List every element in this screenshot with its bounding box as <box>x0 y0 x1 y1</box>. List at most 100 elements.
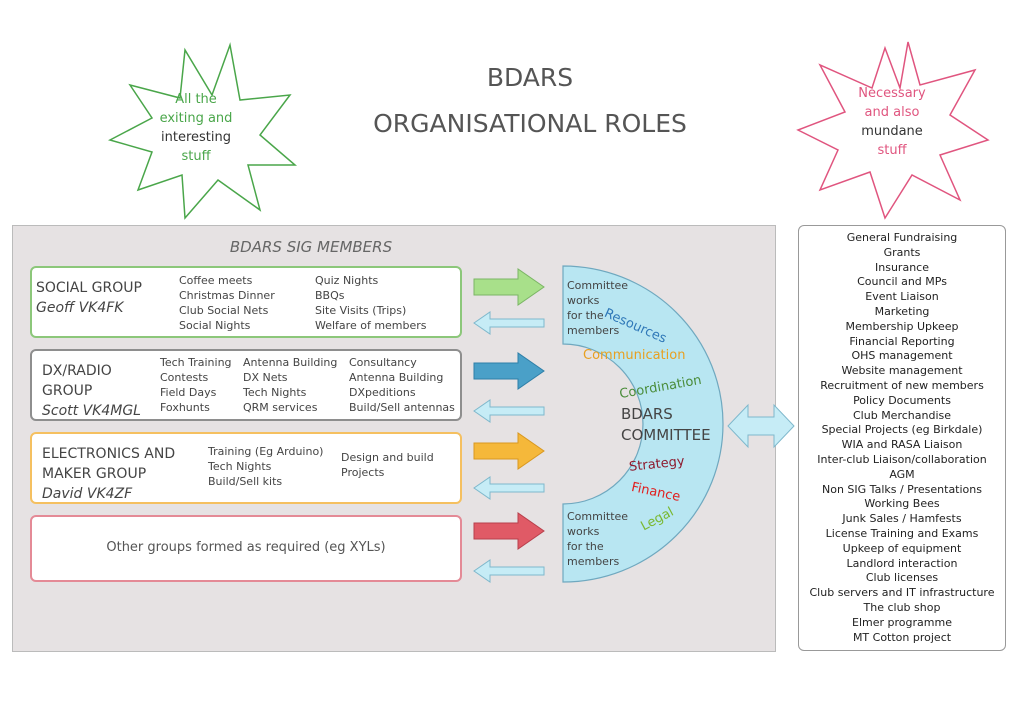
double-arrow-shape <box>727 403 795 449</box>
electronics-group-title-2: MAKER GROUP <box>42 466 147 482</box>
page-title: BDARS ORGANISATIONAL ROLES <box>300 55 760 147</box>
electronics-group-name: ELECTRONICS AND MAKER GROUP David VK4ZF <box>42 444 175 504</box>
dx-activity: DX Nets <box>243 371 288 384</box>
dx-col-3: Consultancy Antenna Building DXpeditions… <box>349 355 455 415</box>
note-line: works <box>567 525 600 538</box>
social-activity: Club Social Nets <box>179 304 269 317</box>
electronics-group-title-1: ELECTRONICS AND <box>42 446 176 462</box>
dx-to-committee-arrow <box>473 352 545 390</box>
social-activity: Site Visits (Trips) <box>315 304 407 317</box>
committee-note-bottom: Committee works for the members <box>567 509 628 569</box>
electronics-col-1: Training (Eg Arduino) Tech Nights Build/… <box>208 444 323 489</box>
title-line-1: BDARS <box>486 63 574 92</box>
role-item: MT Cotton project <box>852 630 952 644</box>
committee-roles-double-arrow <box>727 403 795 449</box>
other-group-text: Other groups formed as required (eg XYLs… <box>106 540 386 555</box>
social-activity: BBQs <box>315 289 345 302</box>
social-activity: Quiz Nights <box>315 274 379 287</box>
dx-activity: Consultancy <box>349 356 417 369</box>
dx-group-title-1: DX/RADIO <box>42 363 112 379</box>
other-group-box <box>30 515 462 582</box>
role-item: The club shop <box>863 600 941 614</box>
dx-activity: DXpeditions <box>349 386 416 399</box>
committee-shape <box>562 265 724 583</box>
social-col-2: Quiz Nights BBQs Site Visits (Trips) Wel… <box>315 273 427 333</box>
dx-activity: Antenna Building <box>349 371 444 384</box>
left-starburst <box>107 42 298 220</box>
role-item: Club Merchandise <box>853 408 951 422</box>
dx-group-leader: Scott VK4MGL <box>42 403 141 419</box>
role-item: Policy Documents <box>853 393 951 407</box>
social-activity: Coffee meets <box>179 274 253 287</box>
social-group-leader: Geoff VK4FK <box>36 300 124 316</box>
role-item: Council and MPs <box>857 275 947 289</box>
roles-list: General Fundraising Grants Insurance Cou… <box>798 231 1006 645</box>
note-line: Committee <box>567 279 629 292</box>
left-star-text: All the exiting and interesting stuff <box>150 90 242 166</box>
committee-name: BDARS COMMITTEE <box>621 404 711 446</box>
committee-to-social-arrow <box>473 311 545 335</box>
social-to-committee-arrow <box>473 268 545 306</box>
social-group-box <box>30 266 462 338</box>
dx-activity: QRM services <box>243 401 318 414</box>
committee-half-ring <box>562 265 724 583</box>
left-star-line-1: All the <box>175 92 217 107</box>
social-group-name: SOCIAL GROUP Geoff VK4FK <box>36 278 142 318</box>
electronics-group-box <box>30 432 462 504</box>
dx-activity: Build/Sell antennas <box>349 401 455 414</box>
right-star-line-1: Necessary <box>858 86 926 101</box>
dx-activity: Tech Training <box>160 356 232 369</box>
role-item: WIA and RASA Liaison <box>841 438 963 452</box>
right-starburst <box>796 41 990 220</box>
dx-activity: Foxhunts <box>160 401 210 414</box>
role-item: Elmer programme <box>852 615 952 629</box>
dx-group-box <box>30 349 462 421</box>
right-star-shape <box>796 41 990 220</box>
social-col-1: Coffee meets Christmas Dinner Club Socia… <box>179 273 275 333</box>
communication-label: Communication <box>583 348 686 363</box>
committee-to-other-arrow <box>473 559 545 583</box>
right-star-line-4: stuff <box>877 143 907 158</box>
other-to-committee-arrow <box>473 512 545 550</box>
dx-col-2: Antenna Building DX Nets Tech Nights QRM… <box>243 355 337 415</box>
role-item: Junk Sales / Hamfests <box>842 512 962 526</box>
committee-to-dx-arrow <box>473 399 545 423</box>
electronics-col-2: Design and build Projects <box>341 450 434 480</box>
roles-panel <box>798 225 1006 651</box>
committee-name-1: BDARS <box>621 405 673 423</box>
left-star-line-2: exiting and <box>159 111 233 126</box>
role-item: Insurance <box>875 260 929 274</box>
group-arrows <box>473 268 545 583</box>
social-group-title: SOCIAL GROUP <box>36 280 142 296</box>
dx-group-name: DX/RADIO GROUP Scott VK4MGL <box>42 361 141 421</box>
note-line: members <box>567 555 620 568</box>
social-activity: Welfare of members <box>315 319 427 332</box>
role-item: Membership Upkeep <box>845 319 959 333</box>
role-item: Special Projects (eg Birkdale) <box>821 423 983 437</box>
dx-group-title-2: GROUP <box>42 383 93 399</box>
role-item: Working Bees <box>864 497 940 511</box>
role-item: Grants <box>883 245 921 259</box>
electronics-group-leader: David VK4ZF <box>42 486 133 502</box>
electronics-activity: Training (Eg Arduino) <box>208 445 324 458</box>
role-item: Club servers and IT infrastructure <box>809 586 995 600</box>
role-item: Financial Reporting <box>849 334 955 348</box>
left-star-line-3: interesting <box>161 130 231 145</box>
title-line-2: ORGANISATIONAL ROLES <box>373 109 687 138</box>
dx-activity: Antenna Building <box>243 356 338 369</box>
social-activity: Christmas Dinner <box>179 289 275 302</box>
committee-to-electronics-arrow <box>473 476 545 500</box>
role-item: AGM <box>889 467 915 481</box>
dx-activity: Tech Nights <box>243 386 307 399</box>
right-star-text: Necessary and also mundane stuff <box>842 84 942 160</box>
role-item: Recruitment of new members <box>820 378 984 392</box>
role-item: General Fundraising <box>846 231 958 244</box>
dx-activity: Field Days <box>160 386 217 399</box>
electronics-activity: Design and build <box>341 451 434 464</box>
role-item: Marketing <box>874 304 930 318</box>
left-star-shape <box>107 42 298 220</box>
role-item: License Training and Exams <box>825 526 979 540</box>
electronics-activity: Tech Nights <box>208 460 272 473</box>
electronics-activity: Build/Sell kits <box>208 475 283 488</box>
note-line: works <box>567 294 600 307</box>
